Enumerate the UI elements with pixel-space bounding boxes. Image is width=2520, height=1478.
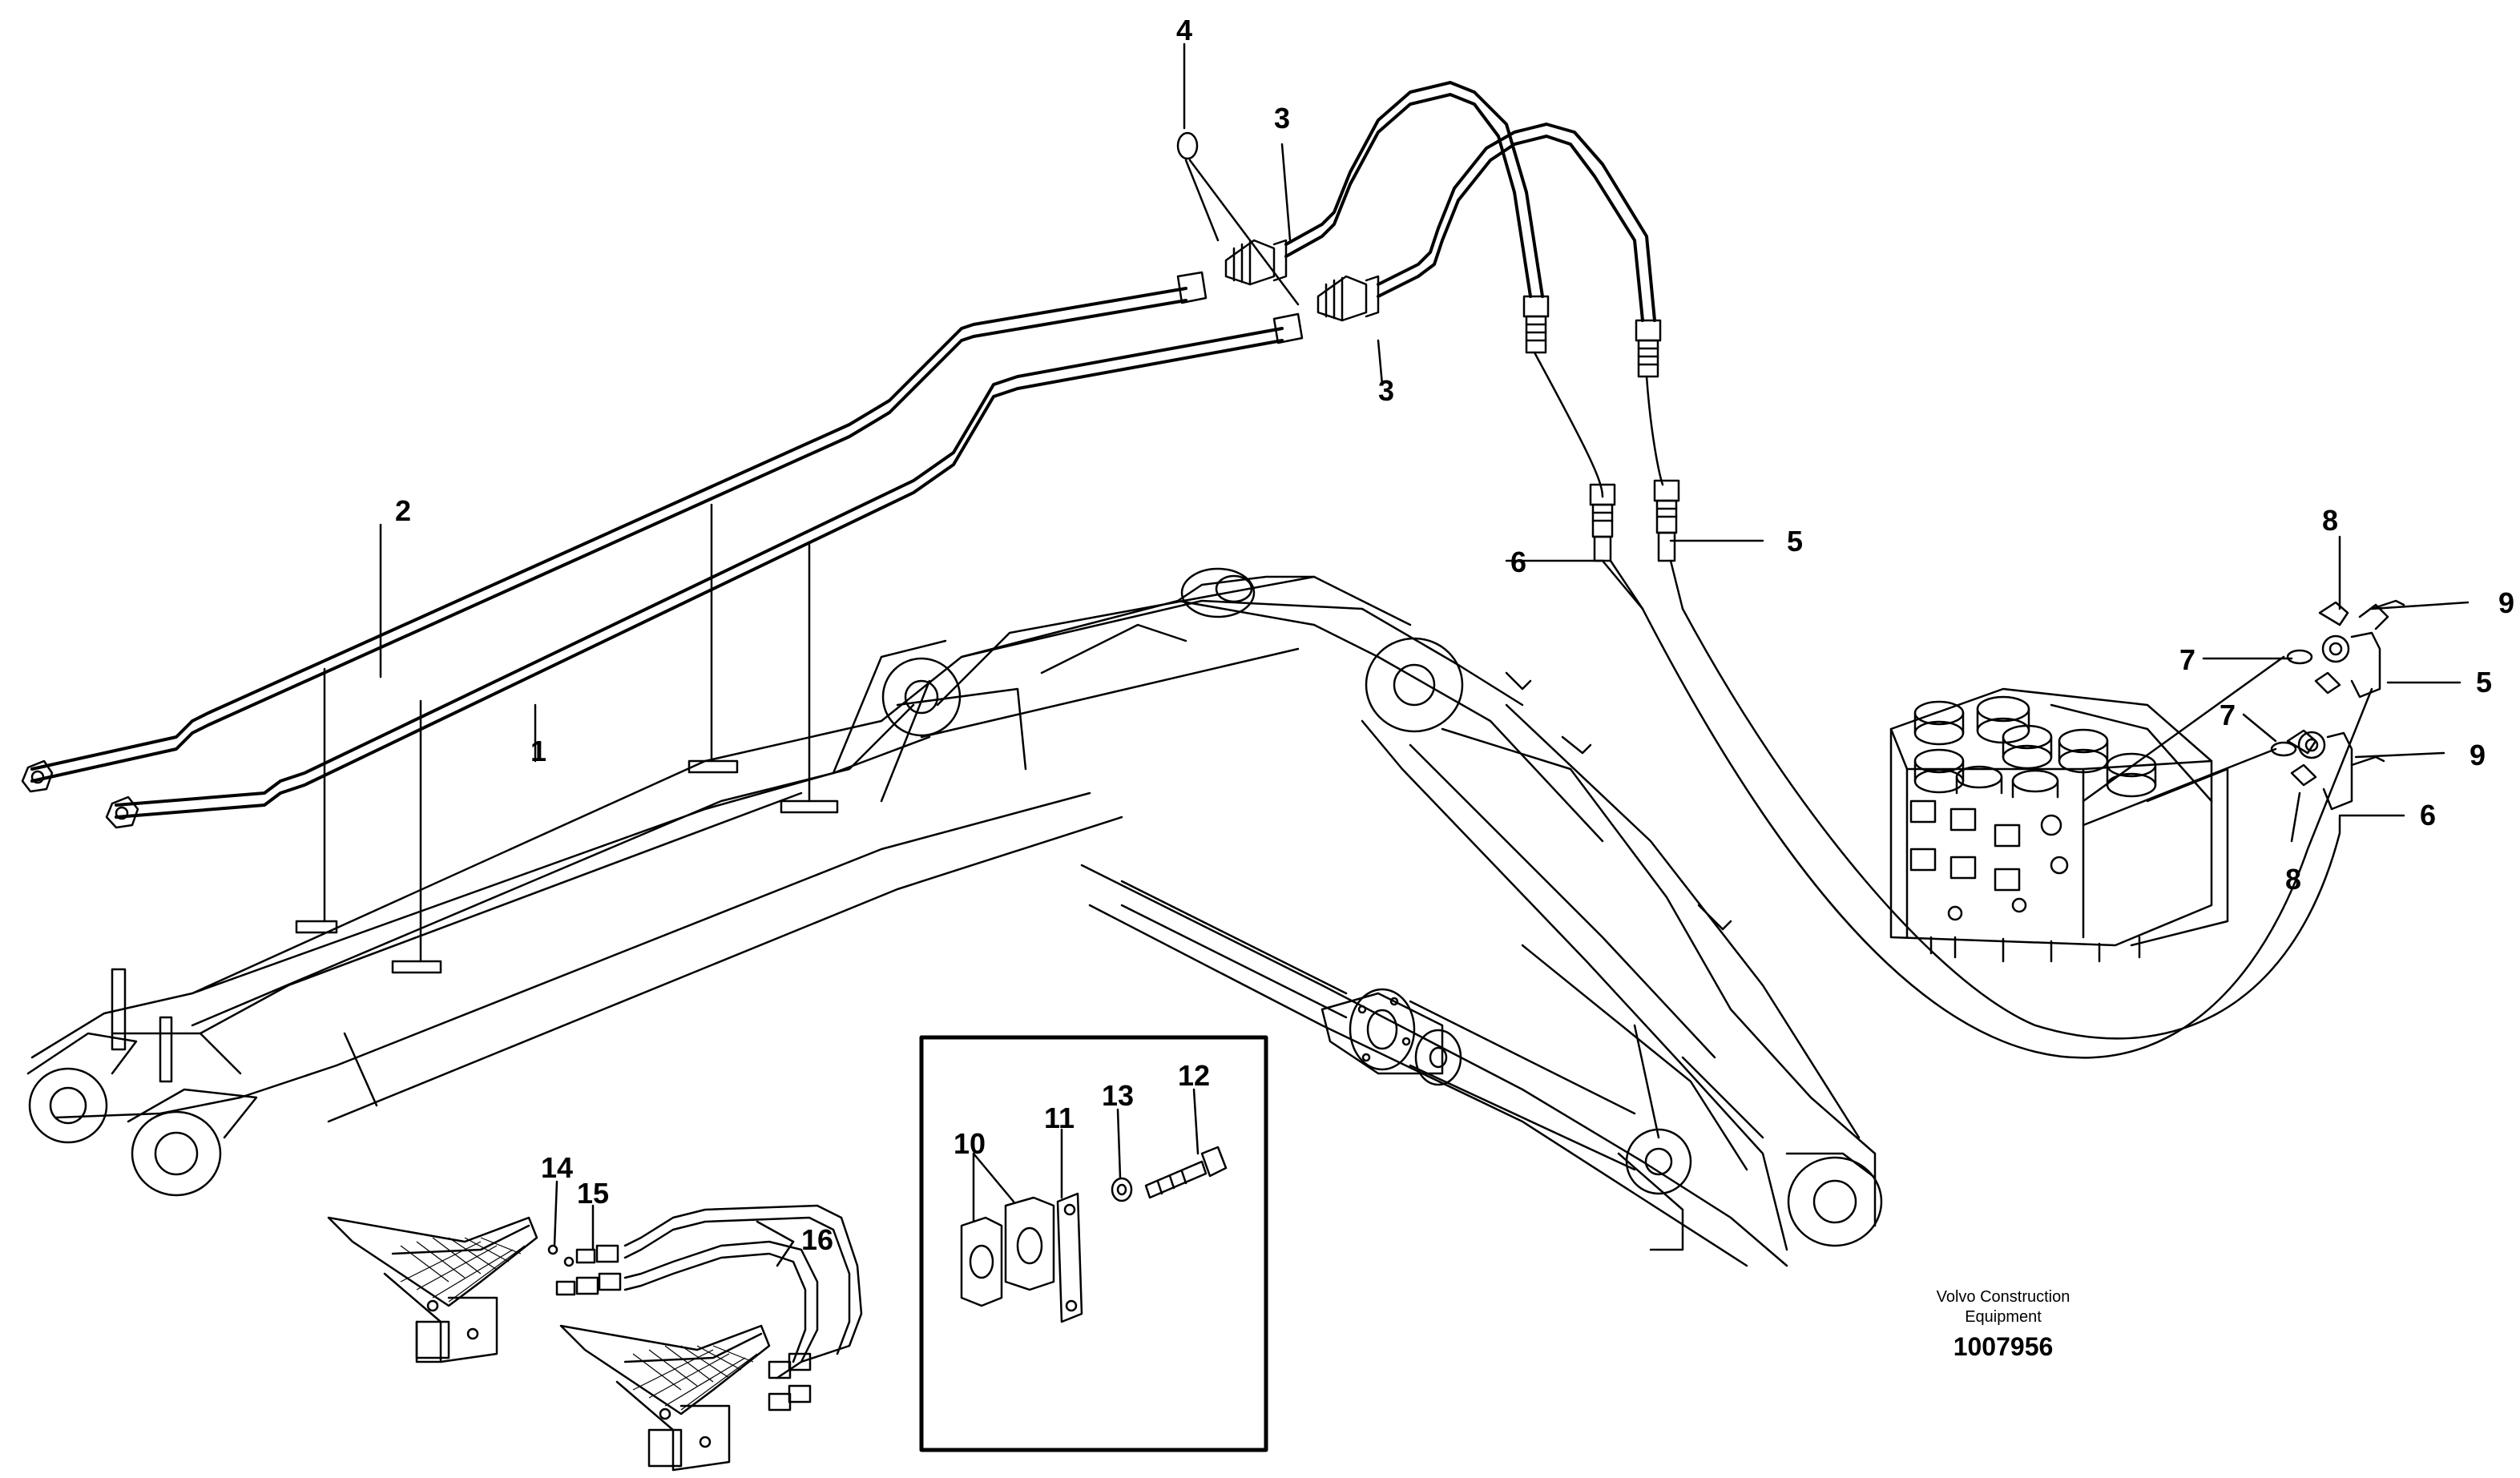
credit-line-1: Volvo Construction <box>1937 1288 2070 1306</box>
callout-2: 2 <box>395 494 411 527</box>
pipe-1 <box>115 327 1284 819</box>
callout-11: 11 <box>1044 1101 1075 1134</box>
control-valve-block <box>1889 687 2229 963</box>
callout-16: 16 <box>801 1223 833 1256</box>
hoses-5-6 <box>1533 351 2373 1059</box>
callout-6-elbow: 6 <box>2420 799 2436 832</box>
callout-12-washer: 13 <box>1102 1079 1134 1112</box>
callout-1: 1 <box>530 735 546 767</box>
callout-9-upper: 9 <box>2498 586 2514 619</box>
callout-4: 4 <box>1176 14 1192 46</box>
callout-8-upper: 8 <box>2322 504 2338 537</box>
hose-couplings-upper <box>1522 295 1662 378</box>
pipe-supports <box>323 503 811 963</box>
callout-3-upper: 3 <box>1274 102 1290 135</box>
credit-block: Volvo Construction Equipment 1007956 <box>1937 1288 2070 1361</box>
callout-14: 14 <box>541 1151 573 1184</box>
callout-3-lower: 3 <box>1378 374 1394 407</box>
leader-lines <box>379 42 2470 1267</box>
document-number: 1007956 <box>1954 1332 2054 1361</box>
callout-6-hose: 6 <box>1510 546 1526 578</box>
pipe-2 <box>30 287 1187 783</box>
pedal-assembly <box>327 1204 863 1472</box>
hose-couplings-mid <box>1589 479 1680 610</box>
callout-7-upper: 7 <box>2179 643 2195 676</box>
fittings-3 <box>1224 239 1380 322</box>
inset-clamp-detail <box>919 1035 1268 1452</box>
callout-5-hose: 5 <box>1787 525 1803 558</box>
callout-15: 15 <box>577 1177 609 1210</box>
callout-9-lower: 9 <box>2470 739 2486 771</box>
pipe-end-nut <box>21 271 1304 829</box>
credit-line-2: Equipment <box>1965 1308 2042 1326</box>
callout-10: 10 <box>954 1127 986 1160</box>
callouts: 1 2 3 3 4 5 5 6 6 7 7 8 8 9 9 10 11 13 1… <box>395 14 2514 1256</box>
boom <box>26 567 1883 1267</box>
pedal-tread-hatch <box>400 1237 758 1411</box>
callout-5-elbow: 5 <box>2476 666 2492 699</box>
hose-pipes <box>1284 81 1656 322</box>
o-ring-4 <box>1176 131 1199 160</box>
callout-7-lower: 7 <box>2220 699 2236 731</box>
callout-12-bolt: 12 <box>1178 1059 1210 1092</box>
elbow-fittings <box>2270 599 2405 811</box>
callout-8-lower: 8 <box>2285 863 2301 896</box>
